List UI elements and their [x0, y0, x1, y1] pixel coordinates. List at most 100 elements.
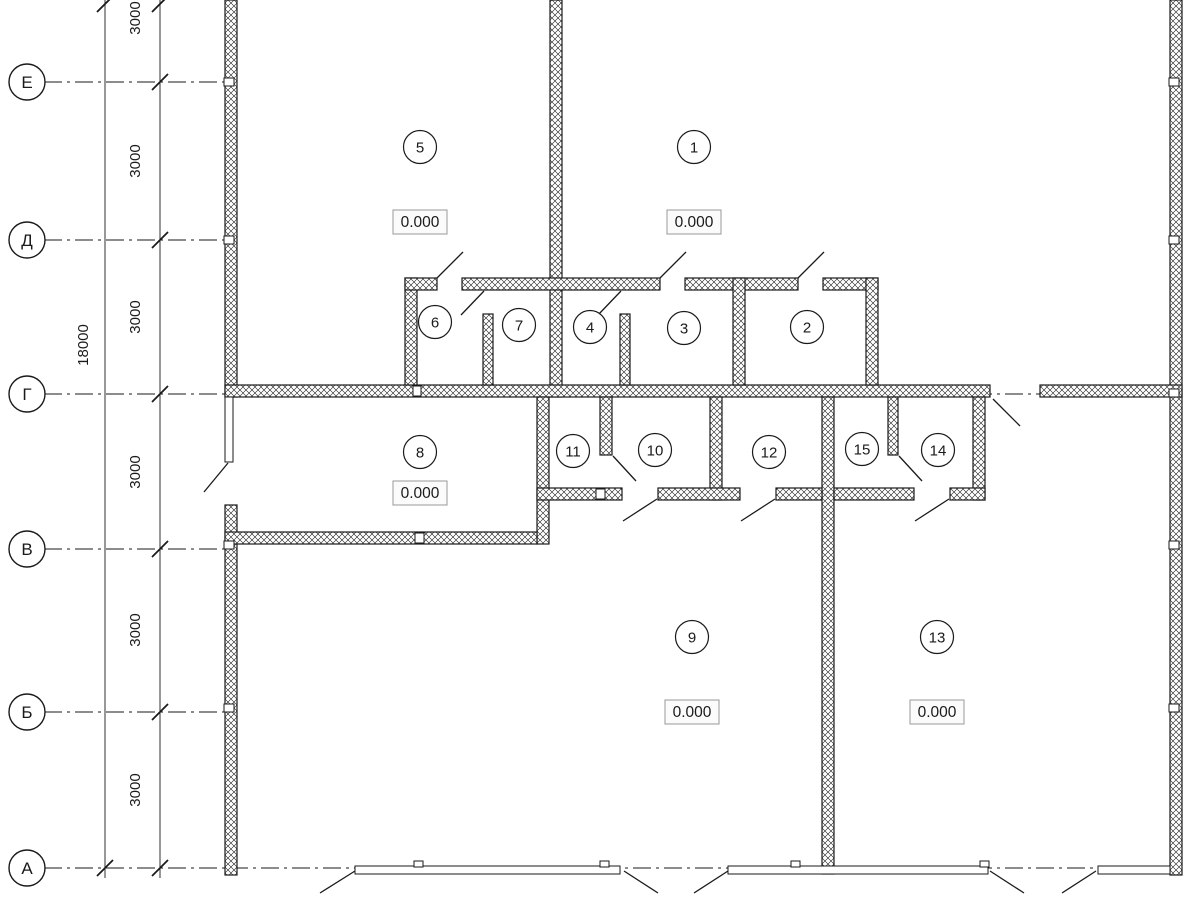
- room-number: 1: [690, 140, 698, 157]
- room-label-2: 2: [789, 309, 825, 345]
- wall-segment-partition-15-14: [887, 396, 899, 456]
- wall-segment-partition-6-7: [482, 313, 494, 386]
- wall-segment-lowrow-e: [949, 487, 986, 501]
- dimension-tick: [151, 385, 169, 403]
- room-circle: [501, 307, 537, 343]
- door-leaf-bottom-1: [319, 870, 356, 894]
- window-mullion-tick: [979, 860, 990, 868]
- elevation-box: [664, 699, 720, 725]
- elevation-mark-room1: 0.000: [666, 209, 722, 235]
- wall-segment-center-vertical: [549, 0, 563, 398]
- axis-circle: [8, 530, 46, 568]
- dimension-ticks: [96, 0, 169, 877]
- room-circle: [417, 304, 453, 340]
- axis-letter: Б: [21, 703, 32, 722]
- wall-axis-tick: [1168, 77, 1180, 87]
- wall-segment-room8-bottom: [224, 531, 538, 545]
- door-leaf-room14: [914, 498, 950, 522]
- window-bottom-1: [354, 865, 621, 875]
- elevation-value: 0.000: [675, 214, 714, 231]
- room-label-5: 5: [402, 129, 438, 165]
- room-circle: [920, 432, 956, 468]
- room-circle: [919, 619, 955, 655]
- room-number: 3: [680, 321, 688, 338]
- axis-circle: [8, 849, 46, 887]
- axis-markers: Е Д Г В Б А: [8, 63, 46, 887]
- dimension-label: 3000: [127, 144, 144, 177]
- room-label-10: 10: [637, 432, 673, 468]
- wall-segment-toprow-a: [404, 277, 438, 291]
- door-leaf-bottom-3a: [989, 870, 1025, 894]
- room-number: 9: [688, 630, 696, 647]
- dimension-system: 3000 3000 3000 3000 3000 3000 18000: [75, 0, 169, 878]
- elevation-value: 0.000: [401, 485, 440, 502]
- elevation-mark-room5: 0.000: [392, 209, 448, 235]
- wall-axis-tick: [1168, 235, 1180, 245]
- room-circle: [555, 433, 591, 469]
- dimension-tick: [151, 73, 169, 91]
- elevation-box: [909, 699, 965, 725]
- dimension-tick: [151, 703, 169, 721]
- door-leaf-g-wall-opening: [992, 398, 1021, 427]
- wall-segment-lowrow-a: [536, 487, 623, 501]
- wall-segment-g-left: [224, 384, 991, 398]
- room-label-6: 6: [417, 304, 453, 340]
- wall-segment-room6-left: [404, 277, 418, 386]
- room-circle: [789, 309, 825, 345]
- wall-axis-tick: [1168, 540, 1180, 550]
- wall-axis-tick: [223, 540, 235, 550]
- axis-marker-b: Б: [8, 693, 46, 731]
- door-leaf-rooms-15-14: [898, 455, 923, 482]
- window-mullion-tick: [599, 860, 610, 868]
- axis-letter: В: [21, 540, 32, 559]
- room-circle: [402, 129, 438, 165]
- room-label-11: 11: [555, 433, 591, 469]
- axis-marker-v: В: [8, 530, 46, 568]
- walls: [224, 0, 1183, 876]
- window-mullion-tick: [790, 860, 801, 868]
- room-label-13: 13: [919, 619, 955, 655]
- room-number: 13: [929, 630, 946, 647]
- dimension-label: 3000: [127, 300, 144, 333]
- dimension-tick: [96, 0, 111, 13]
- door-leaf-room6: [436, 251, 464, 279]
- room-number: 6: [431, 315, 439, 332]
- room-number: 10: [647, 443, 664, 460]
- axis-circle: [8, 221, 46, 259]
- room-label-9: 9: [674, 619, 710, 655]
- axis-letter: Г: [22, 385, 31, 404]
- wall-axis-tick: [223, 77, 235, 87]
- wall-segment-g-right: [1039, 384, 1183, 398]
- room-circle: [676, 129, 712, 165]
- wall-segment-lowrow-d: [833, 487, 915, 501]
- wall-segment-room14-right: [972, 396, 986, 501]
- door-leaf-room12: [740, 498, 776, 522]
- wall-segment-room11-left: [536, 396, 550, 545]
- window-mullion-tick: [413, 860, 424, 868]
- dimension-tick: [151, 231, 169, 249]
- window-bottom-3: [1097, 865, 1171, 875]
- wall-axis-tick: [223, 235, 235, 245]
- room-labels: 5 1 6 7 4 3 2 8: [402, 129, 956, 655]
- room-label-7: 7: [501, 307, 537, 343]
- dimension-label: 3000: [127, 613, 144, 646]
- door-leaf-bottom-2b: [693, 870, 729, 894]
- elevation-mark-room13: 0.000: [909, 699, 965, 725]
- wall-segment-toprow-b: [461, 277, 661, 291]
- wall-segment-right: [1169, 0, 1183, 876]
- room-circle: [844, 431, 880, 467]
- axis-marker-d: Д: [8, 221, 46, 259]
- door-leaf-rooms-6-7: [460, 290, 485, 316]
- elevation-box: [392, 480, 448, 506]
- door-leaf-room3: [659, 251, 687, 279]
- wall-axis-tick: [595, 488, 606, 500]
- elevation-mark-room8: 0.000: [392, 480, 448, 506]
- wall-segment-partition-11-10: [599, 396, 613, 456]
- dimension-label: 3000: [127, 455, 144, 488]
- wall-segment-lowrow-c: [775, 487, 823, 501]
- dimension-tick: [151, 0, 166, 13]
- dimension-tick: [151, 540, 169, 558]
- axis-letter: Е: [21, 73, 32, 92]
- axis-marker-g: Г: [8, 375, 46, 413]
